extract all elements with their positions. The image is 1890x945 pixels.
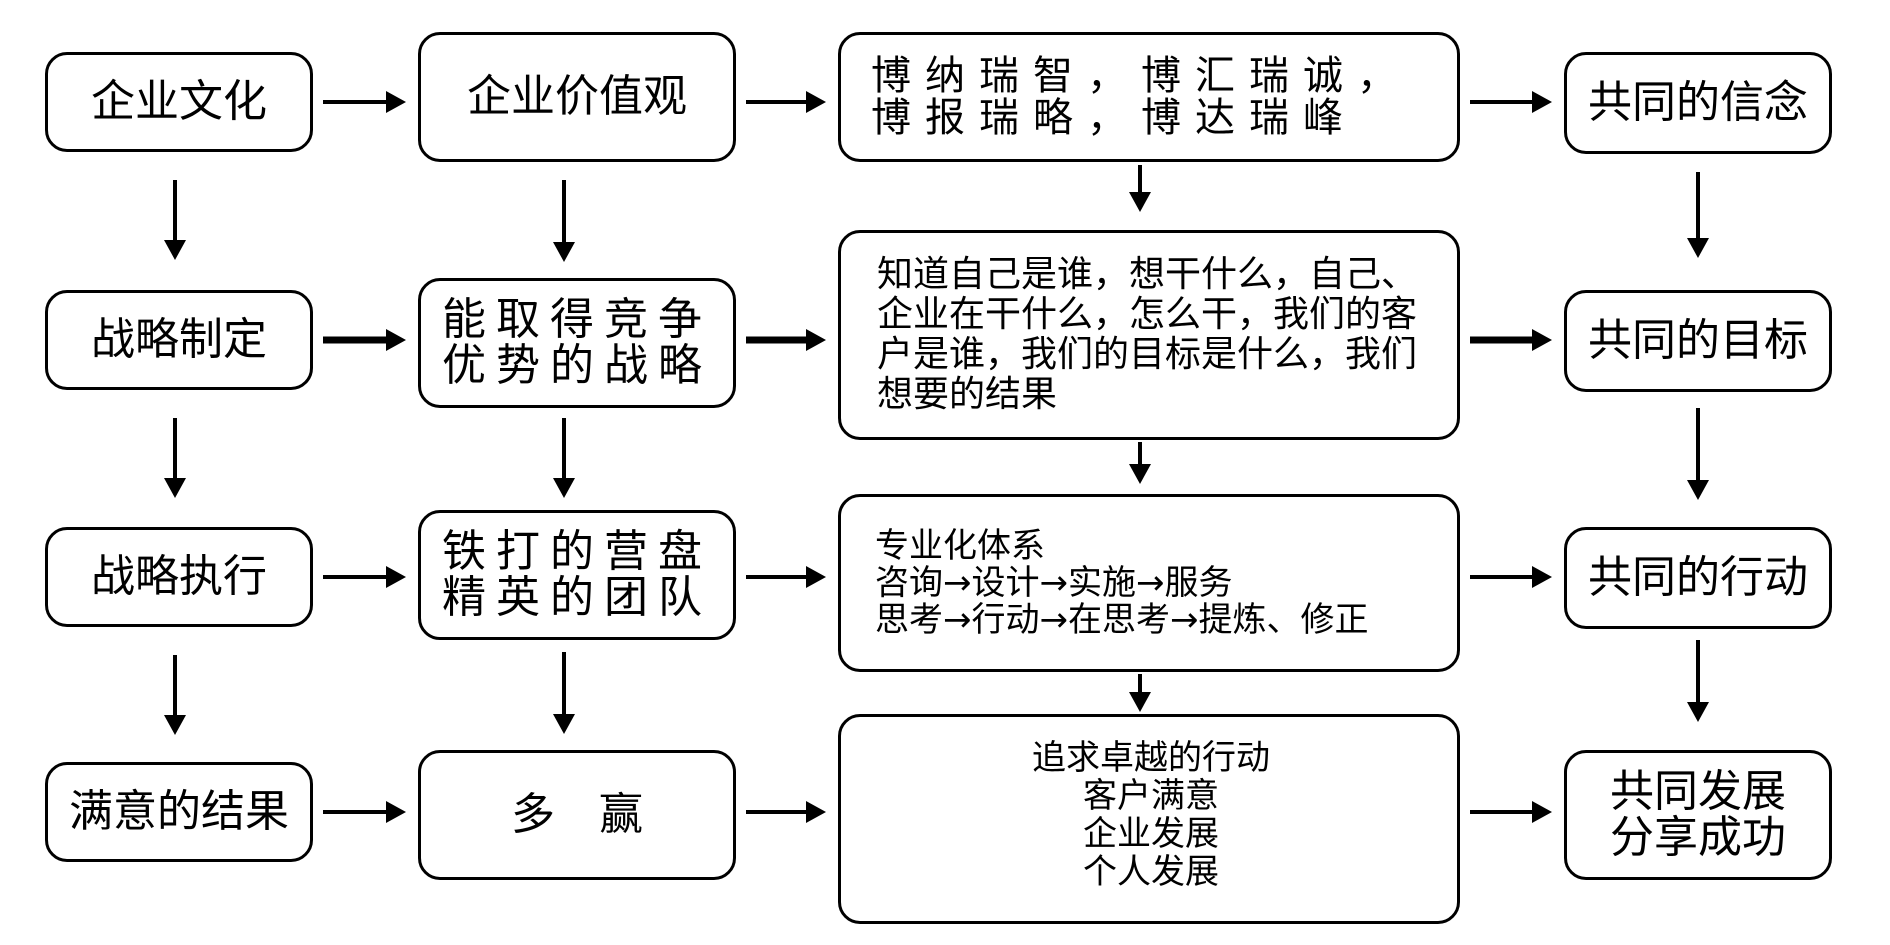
arrowhead-right [386, 566, 406, 588]
node-strategy-formulation: 战略制定 [45, 290, 313, 390]
arrowhead-right [806, 801, 826, 823]
node-strategy-execution: 战略执行 [45, 527, 313, 627]
arrowhead-down [553, 714, 575, 734]
arrowhead-right [386, 801, 406, 823]
node-label-line-3: 思考→行动→在思考→提炼、修正 [875, 599, 1369, 640]
node-label-line-2: 优势的战略 [442, 340, 712, 391]
node-label-line-1: 共同发展 [1610, 766, 1786, 817]
node-competitive-strategy: 能取得竞争 优势的战略 [418, 278, 736, 408]
node-label: 共同的行动 [1588, 552, 1808, 603]
node-label: 共同的目标 [1588, 315, 1808, 366]
node-shared-goal: 共同的目标 [1564, 290, 1832, 392]
arrowhead-down [1687, 702, 1709, 722]
node-label-line-3: 户是谁，我们的目标是什么，我们 [877, 334, 1418, 375]
arrowhead-down [164, 478, 186, 498]
node-label: 多 赢 [511, 789, 643, 840]
arrowhead-right [1532, 329, 1552, 351]
node-label: 企业文化 [91, 76, 267, 127]
node-excellence-cycle: 追求卓越的行动 客户满意 企业发展 个人发展 [838, 714, 1460, 924]
node-label: 企业价值观 [467, 71, 687, 122]
node-professional-system: 专业化体系 咨询→设计→实施→服务 思考→行动→在思考→提炼、修正 [838, 494, 1460, 672]
node-label-line-2: 分享成功 [1610, 812, 1786, 863]
node-label-line-2: 企业在干什么，怎么干，我们的客 [877, 294, 1418, 335]
node-label-line-2: 精英的团队 [442, 572, 712, 623]
node-self-knowledge: 知道自己是谁，想干什么，自己、 企业在干什么，怎么干，我们的客 户是谁，我们的目… [838, 230, 1460, 440]
arrowhead-right [1532, 566, 1552, 588]
node-label-line-1: 铁打的营盘 [442, 526, 712, 577]
arrowhead-right [1532, 91, 1552, 113]
arrowhead-right [386, 329, 406, 351]
arrowhead-down [1687, 480, 1709, 500]
arrowhead-down [553, 478, 575, 498]
node-win-win: 多 赢 [418, 750, 736, 880]
node-label-line-1: 能取得竞争 [442, 294, 712, 345]
node-label: 战略执行 [91, 551, 267, 602]
arrowhead-right [806, 566, 826, 588]
node-corporate-values: 企业价值观 [418, 32, 736, 162]
node-label: 战略制定 [91, 314, 267, 365]
node-satisfying-results: 满意的结果 [45, 762, 313, 862]
arrowhead-down [1129, 692, 1151, 712]
arrowhead-right [806, 329, 826, 351]
node-label-line-1: 专业化体系 [875, 525, 1045, 566]
node-elite-team: 铁打的营盘 精英的团队 [418, 510, 736, 640]
node-label-line-1: 知道自己是谁，想干什么，自己、 [877, 254, 1418, 295]
node-label-line-2: 咨询→设计→实施→服务 [875, 562, 1233, 603]
arrowhead-down [164, 240, 186, 260]
node-label-line-4: 想要的结果 [877, 374, 1058, 415]
cycle-line-1: 追求卓越的行动 [1032, 738, 1270, 778]
node-shared-belief: 共同的信念 [1564, 52, 1832, 154]
node-label: 满意的结果 [69, 786, 289, 837]
arrowhead-right [386, 91, 406, 113]
cycle-text: 追求卓越的行动 客户满意 企业发展 个人发展 [991, 739, 1311, 891]
cycle-line-3: 企业发展 [1083, 814, 1219, 854]
node-shared-development: 共同发展 分享成功 [1564, 750, 1832, 880]
arrowhead-down [164, 715, 186, 735]
arrowhead-down [1687, 238, 1709, 258]
node-corporate-culture: 企业文化 [45, 52, 313, 152]
arrowhead-right [1532, 801, 1552, 823]
cycle-line-4: 个人发展 [1083, 852, 1219, 892]
arrowhead-down [1129, 192, 1151, 212]
arrowhead-down [553, 242, 575, 262]
node-label-line-1: 博纳瑞智，博汇瑞诚， [871, 53, 1411, 99]
node-shared-action: 共同的行动 [1564, 527, 1832, 629]
node-label: 共同的信念 [1588, 77, 1808, 128]
arrowhead-right [806, 91, 826, 113]
node-motto: 博纳瑞智，博汇瑞诚， 博报瑞略，博达瑞峰 [838, 32, 1460, 162]
node-label-line-2: 博报瑞略，博达瑞峰 [871, 95, 1357, 141]
cycle-line-2: 客户满意 [1083, 776, 1219, 816]
arrowhead-down [1129, 464, 1151, 484]
